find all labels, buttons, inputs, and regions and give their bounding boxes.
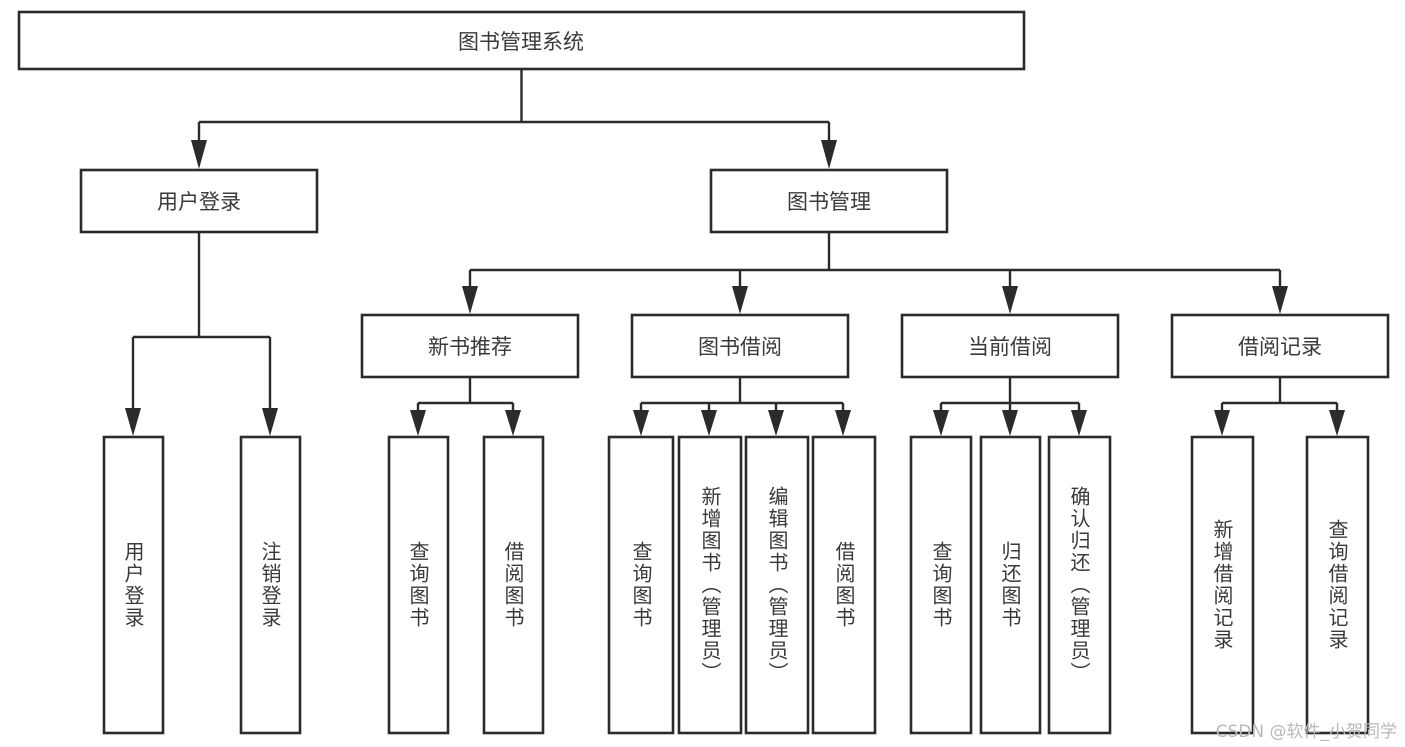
leaf-query-record-label: 查询借阅记录 — [1325, 519, 1349, 651]
arrow-head-leaf-user-login — [125, 408, 141, 436]
connector-group-book-borrow — [633, 377, 851, 436]
node-borrow-record-box[interactable] — [1170, 313, 1390, 379]
arrow-head-leaf-add-record — [1214, 410, 1230, 436]
node-current-borrow-label: 当前借阅 — [968, 335, 1052, 359]
leaf-confirm-return-label: 确认归还（管理员） — [1067, 486, 1091, 684]
node-user-login-label: 用户登录 — [157, 190, 241, 214]
leaf-confirm-return-box[interactable] — [1047, 435, 1112, 735]
leaf-query-record-box[interactable] — [1305, 435, 1370, 735]
arrow-head-leaf-borrow-book-1 — [505, 410, 521, 436]
arrow-head-new-book-rec — [462, 286, 478, 314]
arrow-head-leaf-query-record — [1329, 410, 1345, 436]
connector-group-root — [191, 69, 837, 169]
connector-group-borrow-record — [1214, 377, 1345, 436]
leaf-edit-book-label: 编辑图书（管理员） — [765, 486, 789, 684]
arrow-head-leaf-edit-book — [768, 410, 784, 436]
leaf-query-book-3[interactable]: 查询图书 — [909, 435, 973, 735]
leaf-borrow-book-2[interactable]: 借阅图书 — [811, 435, 877, 735]
leaf-return-book-label: 归还图书 — [998, 541, 1022, 629]
leaf-query-book-1-label: 查询图书 — [406, 541, 430, 629]
connector-group-user-login — [125, 232, 278, 436]
arrow-head-user-login — [191, 140, 207, 169]
arrow-head-current-borrow — [1002, 286, 1018, 314]
node-root-box[interactable] — [17, 10, 1026, 71]
leaf-borrow-book-1[interactable]: 借阅图书 — [482, 435, 545, 735]
node-borrow-record[interactable]: 借阅记录 — [1170, 313, 1390, 379]
leaf-query-book-3-box[interactable] — [909, 435, 973, 735]
arrow-head-leaf-query-book-3 — [933, 410, 949, 436]
leaf-add-book[interactable]: 新增图书（管理员） — [677, 435, 743, 735]
leaf-borrow-book-1-box[interactable] — [482, 435, 545, 735]
leaf-borrow-book-1-label: 借阅图书 — [501, 541, 525, 629]
leaf-add-record[interactable]: 新增借阅记录 — [1190, 435, 1255, 735]
leaf-query-book-2-label: 查询图书 — [629, 541, 653, 629]
leaf-add-record-box[interactable] — [1190, 435, 1255, 735]
leaf-logout[interactable]: 注销登录 — [239, 435, 302, 735]
leaf-query-book-2[interactable]: 查询图书 — [607, 435, 675, 735]
node-new-book-rec-label: 新书推荐 — [428, 335, 512, 359]
arrow-head-book-borrow — [732, 286, 748, 314]
arrow-head-leaf-logout — [262, 408, 278, 436]
connector-group-current-borrow — [933, 377, 1087, 436]
node-user-login[interactable]: 用户登录 — [79, 168, 319, 234]
leaf-edit-book-box[interactable] — [744, 435, 810, 735]
leaf-return-book-box[interactable] — [979, 435, 1042, 735]
leaf-confirm-return[interactable]: 确认归还（管理员） — [1047, 435, 1112, 735]
node-borrow-record-label: 借阅记录 — [1238, 335, 1322, 359]
node-new-book-rec[interactable]: 新书推荐 — [360, 313, 580, 379]
arrow-head-borrow-record — [1272, 286, 1288, 314]
leaf-query-record[interactable]: 查询借阅记录 — [1305, 435, 1370, 735]
leaf-user-login-box[interactable] — [102, 435, 165, 735]
leaf-user-login-label: 用户登录 — [121, 541, 145, 629]
leaf-logout-label: 注销登录 — [258, 541, 282, 629]
arrow-head-leaf-add-book — [701, 410, 717, 436]
arrow-head-leaf-borrow-book-2 — [835, 410, 851, 436]
node-book-borrow-box[interactable] — [630, 313, 850, 379]
node-new-book-rec-box[interactable] — [360, 313, 580, 379]
connector-group-new-book-rec — [410, 377, 521, 436]
leaf-query-book-2-box[interactable] — [607, 435, 675, 735]
leaf-logout-box[interactable] — [239, 435, 302, 735]
leaf-borrow-book-2-box[interactable] — [811, 435, 877, 735]
leaf-edit-book[interactable]: 编辑图书（管理员） — [744, 435, 810, 735]
leaf-add-book-box[interactable] — [677, 435, 743, 735]
leaf-query-book-3-label: 查询图书 — [929, 541, 953, 629]
node-book-manage-label: 图书管理 — [787, 190, 871, 214]
leaf-add-book-label: 新增图书（管理员） — [698, 486, 722, 684]
arrow-head-leaf-query-book-1 — [410, 410, 426, 436]
node-current-borrow-box[interactable] — [900, 313, 1120, 379]
node-book-borrow-label: 图书借阅 — [698, 335, 782, 359]
arrow-head-leaf-return-book — [1002, 410, 1018, 436]
node-root-label: 图书管理系统 — [458, 30, 584, 54]
arrow-head-leaf-confirm-return — [1071, 410, 1087, 436]
arrow-head-leaf-query-book-2 — [633, 410, 649, 436]
node-root[interactable]: 图书管理系统 — [17, 10, 1026, 71]
node-book-borrow[interactable]: 图书借阅 — [630, 313, 850, 379]
leaf-user-login[interactable]: 用户登录 — [102, 435, 165, 735]
node-user-login-box[interactable] — [79, 168, 319, 234]
node-current-borrow[interactable]: 当前借阅 — [900, 313, 1120, 379]
node-book-manage[interactable]: 图书管理 — [709, 168, 949, 234]
leaf-add-record-label: 新增借阅记录 — [1210, 519, 1234, 651]
leaf-query-book-1[interactable]: 查询图书 — [387, 435, 450, 735]
leaf-query-book-1-box[interactable] — [387, 435, 450, 735]
arrow-head-book-manage — [821, 140, 837, 169]
connector-group-book-manage — [462, 232, 1288, 314]
leaf-borrow-book-2-label: 借阅图书 — [832, 541, 856, 629]
leaf-return-book[interactable]: 归还图书 — [979, 435, 1042, 735]
